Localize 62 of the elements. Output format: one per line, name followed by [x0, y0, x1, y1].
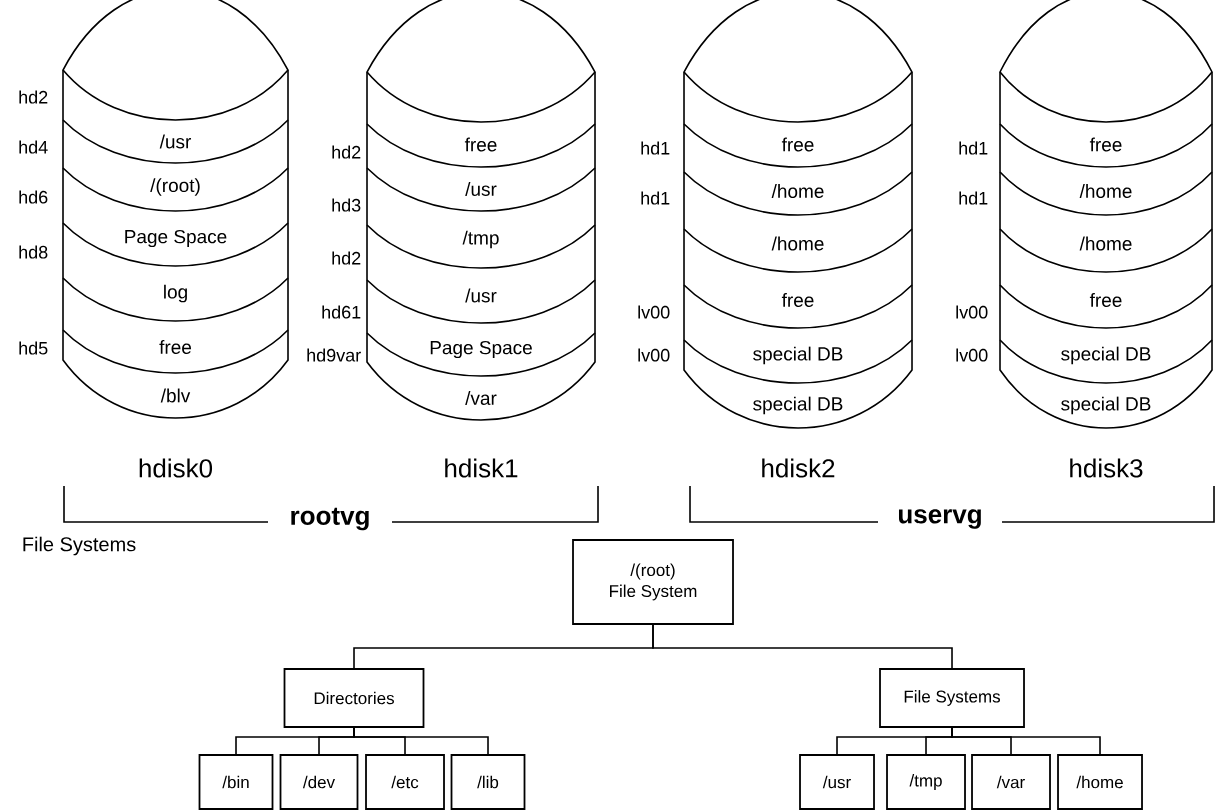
segment-label: /usr	[465, 182, 497, 196]
tree-box: Directories	[283, 668, 425, 728]
segment-label: free	[464, 137, 497, 152]
segment-label: /var	[465, 391, 497, 405]
disk-cylinder	[62, 0, 289, 419]
disk-label: hd2	[332, 251, 361, 265]
segment-label: log	[164, 284, 187, 303]
segment-label: /home	[771, 184, 824, 198]
tree-box: /usr	[799, 754, 875, 810]
disk-label: lv00	[956, 348, 988, 362]
segment-label: Page Space	[430, 340, 532, 359]
segment-label: free	[159, 340, 192, 354]
segment-label: /home	[771, 236, 824, 251]
disk-name: hdisk1	[445, 458, 518, 478]
segment-label: /tmp	[462, 230, 499, 249]
disk-name: hdisk0	[139, 458, 213, 478]
disk-label: hd1	[959, 191, 988, 205]
section-heading: File Systems	[23, 536, 136, 556]
disk-cylinder	[683, 0, 913, 429]
tree-box: File Systems	[879, 668, 1025, 728]
disk-label: hd1	[641, 141, 670, 155]
tree-box: /tmp	[886, 754, 966, 810]
disk-label: lv00	[638, 305, 670, 319]
tree-box: /dev	[279, 754, 359, 810]
disk-label: hd9var	[307, 348, 361, 362]
group-label: rootvg	[291, 507, 369, 531]
segment-label: special DB	[753, 346, 843, 365]
tree-box: /(root) File System	[572, 539, 734, 625]
segment-label: /(root)	[150, 178, 200, 196]
segment-label: Page Space	[125, 229, 227, 248]
disk-label: hd1	[641, 191, 670, 205]
disk-label: hd1	[959, 141, 988, 155]
segment-label: /usr	[159, 134, 191, 149]
disk-label: lv00	[956, 305, 988, 319]
connector-line	[652, 624, 953, 669]
segment-label: special DB	[753, 396, 843, 415]
disk-cylinder	[366, 0, 596, 421]
segment-label: free	[781, 293, 814, 307]
disk-name: hdisk2	[762, 458, 835, 478]
segment-label: free	[1089, 137, 1122, 152]
disk-label: hd2	[332, 145, 361, 159]
connector-line	[951, 727, 1101, 755]
segment-label: /usr	[465, 288, 497, 303]
segment-label: /blv	[160, 388, 191, 403]
disk-label: hd3	[332, 198, 361, 212]
disk-name: hdisk3	[1070, 458, 1143, 478]
connector-line	[353, 727, 489, 755]
tree-box: /etc	[365, 754, 445, 810]
group-label: uservg	[899, 509, 981, 529]
tree-box: /home	[1057, 754, 1143, 810]
segment-label: special DB	[1061, 396, 1151, 415]
disk-label: lv00	[638, 348, 670, 362]
tree-box: /var	[971, 754, 1051, 810]
disk-cylinder	[999, 0, 1213, 429]
disk-label: hd61	[322, 305, 361, 319]
segment-label: special DB	[1061, 346, 1151, 365]
segment-label: /home	[1079, 184, 1132, 198]
tree-box: /bin	[198, 754, 274, 810]
segment-label: /home	[1079, 236, 1132, 251]
segment-label: free	[1089, 293, 1122, 307]
segment-label: free	[781, 137, 814, 152]
tree-box: /lib	[450, 754, 526, 810]
